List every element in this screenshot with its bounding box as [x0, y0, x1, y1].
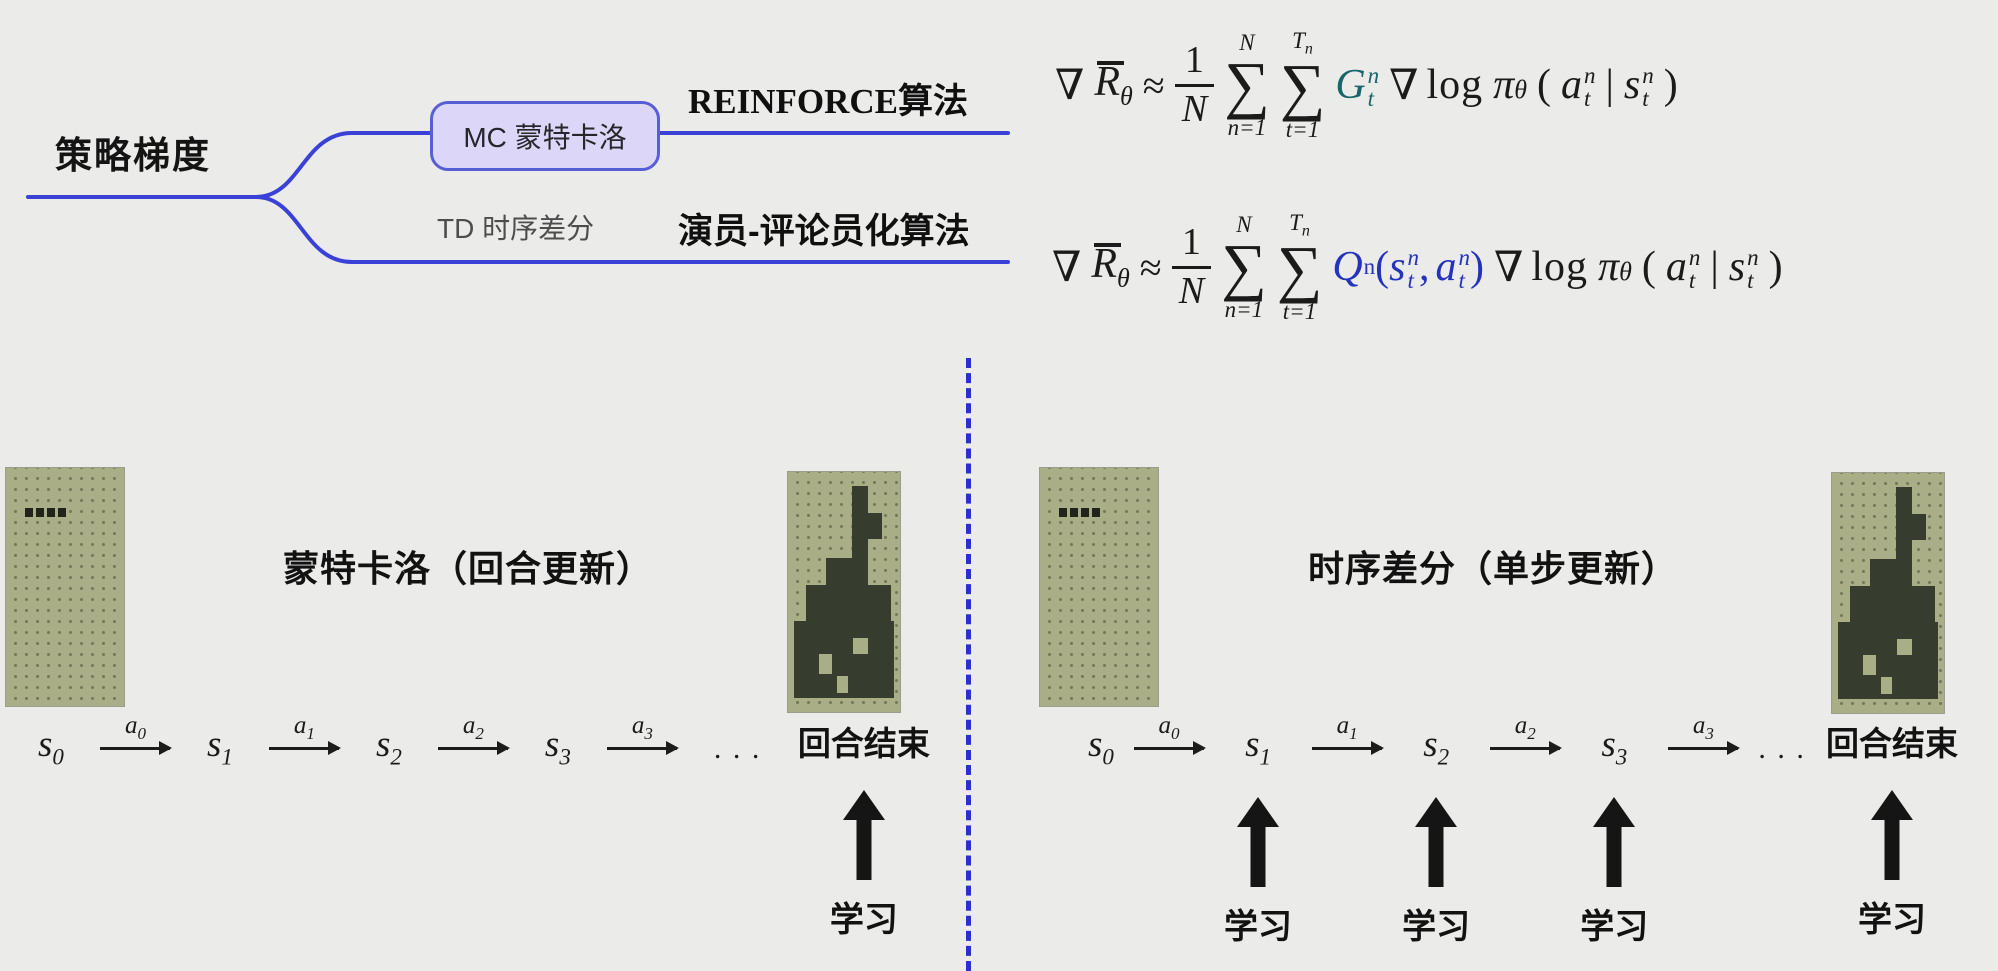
transition-a2: a2: [1490, 712, 1563, 755]
ellipsis: . . .: [713, 732, 762, 765]
root-node-label: 策略梯度: [55, 135, 211, 176]
approx-symbol: ≈: [1142, 62, 1165, 108]
tetris-piece: [24, 508, 69, 518]
learn-label: 学习: [1857, 900, 1926, 939]
sum-over-episodes: N ∑ n=1: [1221, 212, 1267, 322]
transition-a0: a0: [100, 712, 173, 755]
state-s3: s3: [544, 724, 571, 770]
transition-a0: a0: [1133, 712, 1206, 755]
right-paren: ): [1663, 62, 1678, 109]
mc-state-chain: s0 a0 s1 a1 s2 a2 s3 a3 . . . 回合结束: [38, 712, 930, 941]
right-paren: ): [1768, 244, 1783, 291]
state-s0: s0: [38, 724, 64, 770]
approx-symbol: ≈: [1139, 244, 1162, 290]
one-over-N-fraction: 1 N: [1171, 222, 1212, 312]
right-arrow: [100, 741, 173, 755]
learn-up-arrow: [1592, 797, 1636, 887]
state-s3: s3 学习: [1580, 724, 1649, 946]
left-paren: (: [1641, 244, 1656, 291]
mc-node: MC 蒙特卡洛: [430, 101, 660, 171]
nabla-symbol: ∇: [1494, 245, 1524, 292]
nabla-symbol: ∇: [1389, 63, 1419, 110]
one-over-N-fraction: 1 N: [1174, 40, 1215, 130]
right-arrow: [438, 741, 511, 755]
reinforce-branch-label: REINFORCE算法: [688, 82, 969, 121]
transition-a1: a1: [269, 712, 342, 755]
right-arrow: [1668, 741, 1741, 755]
sum-over-timesteps: Tn ∑ t=1: [1276, 210, 1323, 325]
nabla-symbol: ∇: [1052, 245, 1082, 292]
right-arrow: [1490, 741, 1563, 755]
log-operator: log: [1426, 62, 1484, 109]
tetris-start-board-right: [1040, 468, 1158, 706]
ellipsis: . . .: [1758, 732, 1806, 765]
right-arrow: [1133, 741, 1206, 755]
learn-up-arrow: [1236, 797, 1280, 887]
learn-label: 学习: [1402, 907, 1471, 946]
transition-a2: a2: [438, 712, 511, 755]
monte-carlo-panel-title: 蒙特卡洛（回合更新）: [283, 548, 654, 589]
learn-up-arrow: [1414, 797, 1458, 887]
learn-up-arrow: [842, 790, 886, 880]
temporal-difference-panel-title: 时序差分（单步更新）: [1308, 548, 1679, 589]
expected-return-symbol: Rθ: [1091, 241, 1130, 293]
learn-up-arrow: [1870, 790, 1914, 880]
right-arrow: [607, 741, 680, 755]
right-arrow: [269, 741, 342, 755]
tetris-end-board-left: [788, 472, 900, 712]
state-s0: s0: [1088, 724, 1114, 770]
mc-node-label: MC 蒙特卡洛: [463, 122, 627, 153]
state-s2: s2: [375, 724, 402, 770]
right-arrow: [1312, 741, 1385, 755]
state-s1: s1: [206, 724, 233, 770]
sum-over-timesteps: Tn ∑ t=1: [1279, 28, 1326, 143]
sum-over-episodes: N ∑ n=1: [1224, 30, 1270, 140]
episode-end-cell: 回合结束 学习: [1825, 725, 1958, 939]
td-node-label: TD 时序差分: [437, 213, 595, 244]
transition-a3: a3: [1668, 712, 1741, 755]
conditional-bar: |: [1710, 244, 1719, 291]
learn-label: 学习: [829, 900, 898, 939]
conditional-bar: |: [1605, 62, 1614, 109]
expected-return-symbol: Rθ: [1094, 59, 1133, 111]
state-s2: s2 学习: [1402, 724, 1471, 946]
learn-label: 学习: [1224, 907, 1293, 946]
tetris-piece: [1058, 508, 1103, 518]
tetris-start-board-left: [6, 468, 124, 706]
log-operator: log: [1531, 244, 1589, 291]
td-branch-line: [254, 195, 1010, 264]
transition-a3: a3: [607, 712, 680, 755]
panel-divider: [966, 358, 971, 971]
nabla-symbol: ∇: [1055, 63, 1085, 110]
mindmap-branch-lines: [26, 131, 1010, 264]
tetris-end-board-right: [1832, 473, 1944, 713]
state-s1: s1 学习: [1224, 724, 1293, 946]
transition-a1: a1: [1312, 712, 1385, 755]
learn-label: 学习: [1580, 907, 1649, 946]
actor-critic-branch-label: 演员-评论员化算法: [678, 212, 970, 251]
mc-branch-curve: [254, 131, 434, 199]
left-paren: (: [1537, 62, 1551, 109]
td-state-chain: s0 a0 s1 学习 a1 s2 学习 a2 s3 学习: [1088, 712, 1958, 948]
episode-end-cell: 回合结束 学习: [797, 725, 930, 939]
